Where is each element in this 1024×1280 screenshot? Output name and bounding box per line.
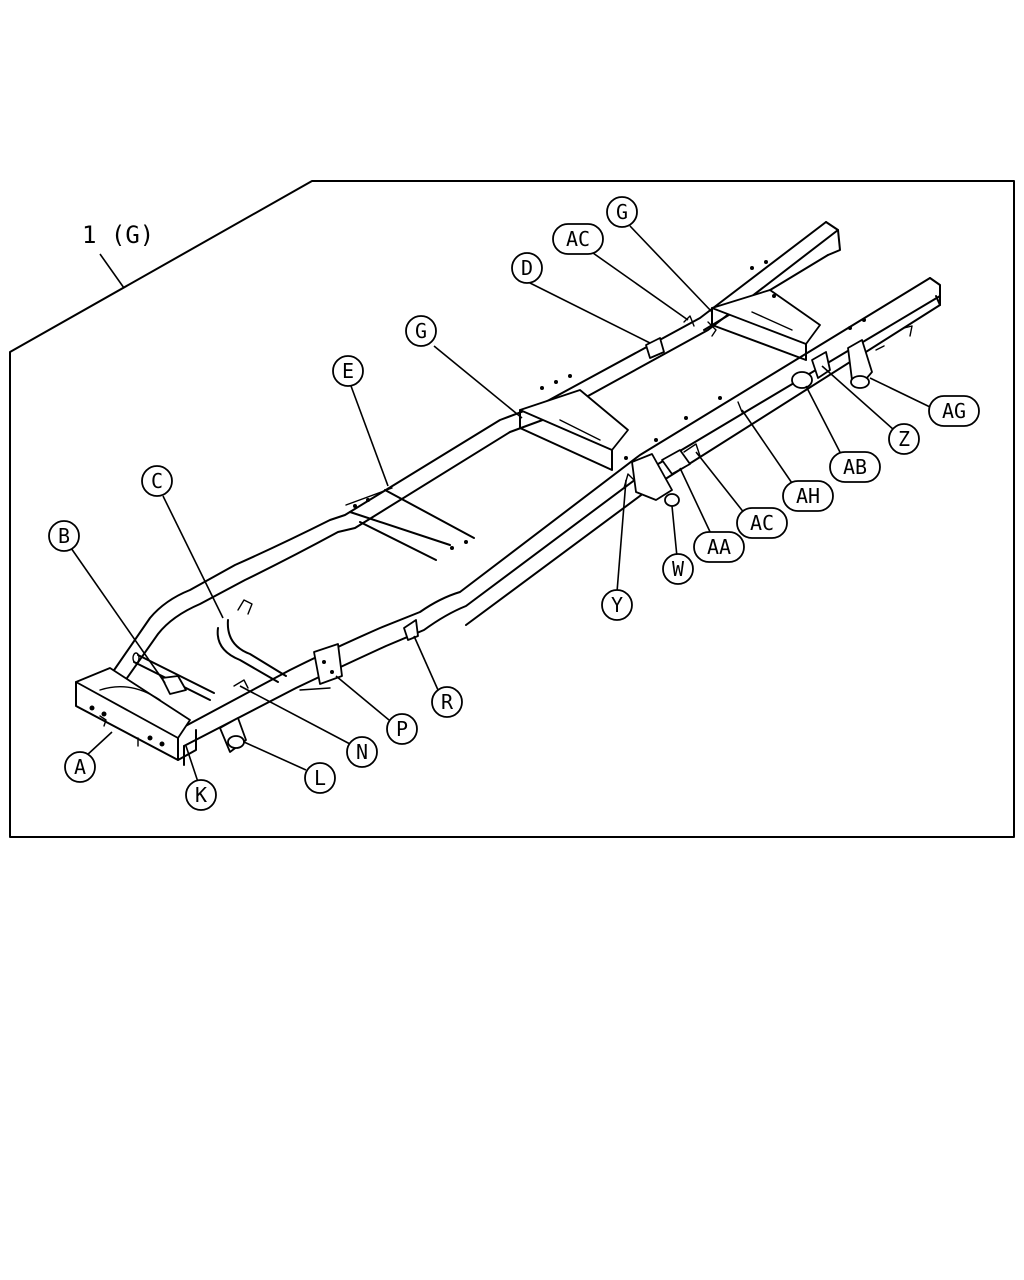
callout-ag[interactable]: AG [928,395,980,427]
svg-text:AB: AB [843,455,867,479]
svg-text:K: K [195,783,207,807]
callout-g-mid[interactable]: G [405,315,437,347]
svg-text:C: C [151,469,163,493]
mid-crossmember [345,487,475,561]
svg-text:Z: Z [898,427,910,451]
svg-text:AG: AG [942,399,966,423]
svg-text:P: P [396,717,408,741]
left-side-rail [109,221,841,689]
svg-text:D: D [521,256,533,280]
callout-w[interactable]: W [662,553,694,585]
panel-border [9,180,1015,838]
callout-l[interactable]: L [304,762,336,794]
svg-text:AC: AC [566,227,590,251]
callout-g-rear[interactable]: G [606,196,638,228]
svg-text:AC: AC [750,511,774,535]
right-rail-brackets [219,315,913,753]
callout-b[interactable]: B [48,520,80,552]
callout-d[interactable]: D [511,252,543,284]
callout-c[interactable]: C [141,465,173,497]
rear-crossmember [711,260,866,361]
curved-brace [216,599,287,683]
callout-r[interactable]: R [431,686,463,718]
callout-aa[interactable]: AA [693,531,745,563]
callout-k[interactable]: K [185,779,217,811]
right-side-rail [177,277,941,766]
callout-e[interactable]: E [332,355,364,387]
callout-p[interactable]: P [386,713,418,745]
assembly-label: 1 (G) [82,221,154,249]
callout-z[interactable]: Z [888,423,920,455]
svg-text:AH: AH [796,484,820,508]
svg-text:AA: AA [707,535,731,559]
callout-ab[interactable]: AB [829,451,881,483]
callout-y[interactable]: Y [601,589,633,621]
chassis-frame [75,221,941,766]
center-crossmember [519,374,629,471]
leader-lines [70,225,931,783]
svg-text:E: E [342,359,354,383]
svg-text:B: B [58,524,70,548]
svg-text:G: G [415,319,427,343]
svg-text:Y: Y [611,593,623,617]
svg-text:W: W [672,557,685,581]
svg-text:L: L [314,766,326,790]
svg-text:A: A [74,755,86,779]
callout-ah[interactable]: AH [782,480,834,512]
front-crossmember [75,667,197,761]
svg-text:G: G [616,200,628,224]
callout-ac-lower[interactable]: AC [736,507,788,539]
callout-n[interactable]: N [346,736,378,768]
svg-text:R: R [441,690,454,714]
svg-text:N: N [356,740,368,764]
callout-a[interactable]: A [64,751,96,783]
callout-ac-upper[interactable]: AC [552,223,604,255]
assembly-leader [99,253,125,289]
